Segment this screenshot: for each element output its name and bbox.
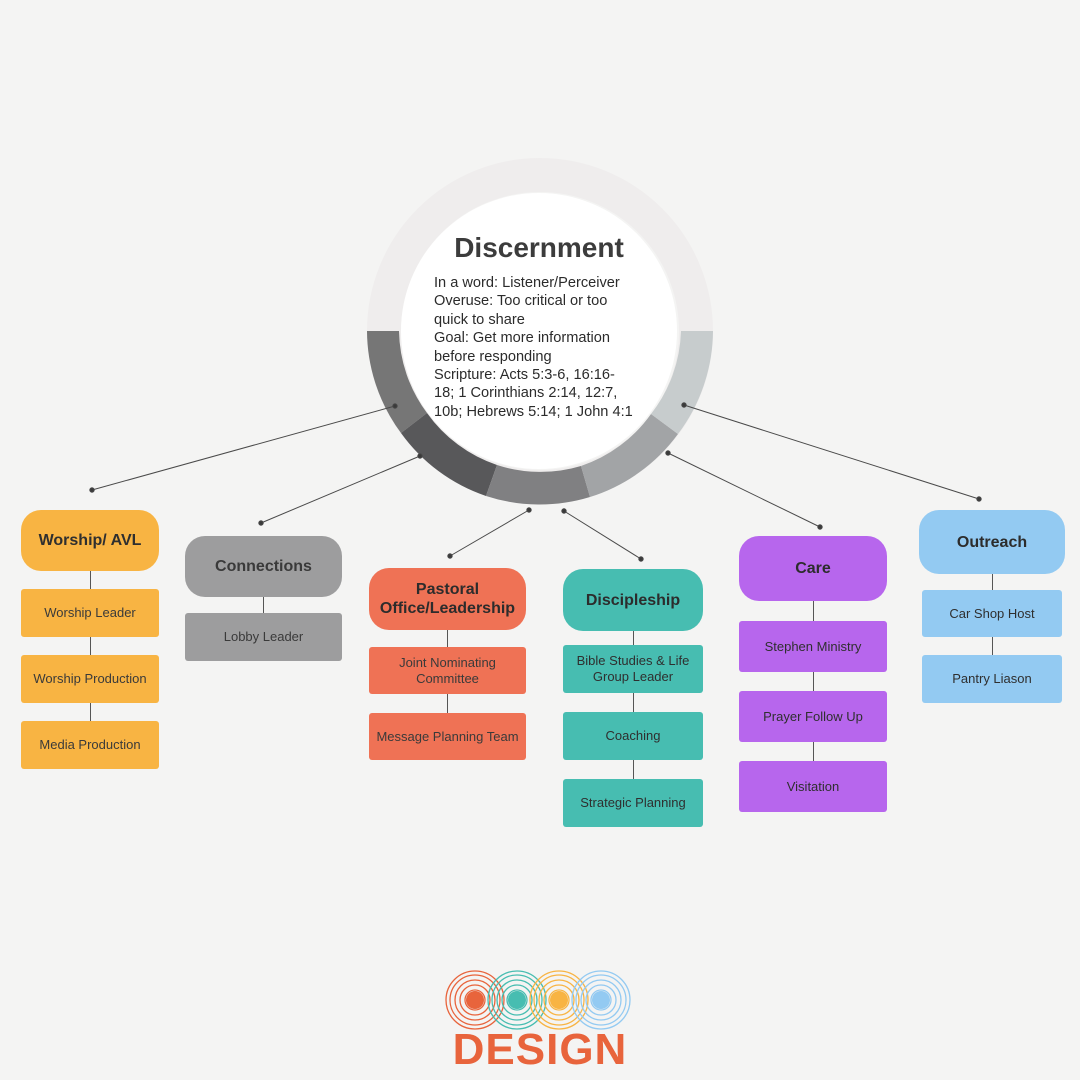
connector-outreach [683,404,980,500]
center-line: Overuse: Too critical or too [434,293,608,310]
ring-segment-3 [486,465,590,505]
connector-dot [681,402,687,408]
group-item-joint-nominating: Joint Nominating Committee [369,647,526,694]
center-line: 18; 1 Corinthians 2:14, 12:7, [434,385,618,402]
connector-dot [392,403,398,409]
center-ring [367,158,713,505]
group-item-worship-leader: Worship Leader [21,589,159,637]
center-line: 10b; Hebrews 5:14; 1 John 4:1 [434,403,633,420]
center-description: In a word: Listener/Perceiver Overuse: T… [434,274,649,421]
connector-dot [258,520,264,526]
group-item-stephen-ministry: Stephen Ministry [739,621,887,672]
group-item-lobby-leader: Lobby Leader [185,613,342,661]
logo-wordmark: DESIGN [452,1025,628,1074]
group-item-coaching: Coaching [563,712,703,760]
connector-lines [89,402,982,562]
center-title: Discernment [454,232,624,263]
connector-dot [417,453,423,459]
group-head-discipleship: Discipleship [563,569,703,631]
group-item-bible-studies: Bible Studies & Life Group Leader [563,645,703,693]
group-item-strategic-planning: Strategic Planning [563,779,703,827]
ring-segment-5 [651,331,713,434]
connector-care [667,452,821,528]
ring-segment-1 [367,331,427,433]
connector-dot [817,524,823,530]
discipleship-branch-line [633,630,634,780]
connector-discipleship [563,510,642,560]
connector-dot [447,553,453,559]
group-item-car-shop-host: Car Shop Host [922,590,1062,637]
connector-dot [665,450,671,456]
group-item-worship-production: Worship Production [21,655,159,703]
group-head-pastoral: Pastoral Office/Leadership [369,568,526,630]
group-item-pantry-liason: Pantry Liason [922,655,1062,703]
group-item-visitation: Visitation [739,761,887,812]
ring-segment-2 [401,413,497,496]
center-line: quick to share [434,311,525,328]
connector-dot [976,496,982,502]
center-circle [401,193,677,469]
group-head-outreach: Outreach [919,510,1065,574]
connector-dot [526,507,532,513]
center-line: In a word: Listener/Perceiver [434,275,620,291]
center-line: before responding [434,348,552,365]
center-line: Scripture: Acts 5:3-6, 16:16- [434,367,615,384]
connections-branch-line [263,596,264,614]
group-item-prayer-follow-up: Prayer Follow Up [739,691,887,742]
group-item-message-planning: Message Planning Team [369,713,526,760]
concentric-circles-logo-icon [445,970,631,1030]
connector-dot [561,508,567,514]
center-line: Goal: Get more information [434,330,611,347]
ring-segment-4 [581,414,678,497]
connector-dot [638,556,644,562]
care-branch-line [813,600,814,762]
worship-branch-line [90,570,91,722]
connector-connections [260,455,421,524]
group-head-connections: Connections [185,536,342,597]
group-head-care: Care [739,536,887,601]
connector-dot [89,487,95,493]
connector-pastoral [449,509,530,557]
group-item-media-production: Media Production [21,721,159,769]
group-head-worship: Worship/ AVL [21,510,159,571]
connector-worship [91,405,396,491]
